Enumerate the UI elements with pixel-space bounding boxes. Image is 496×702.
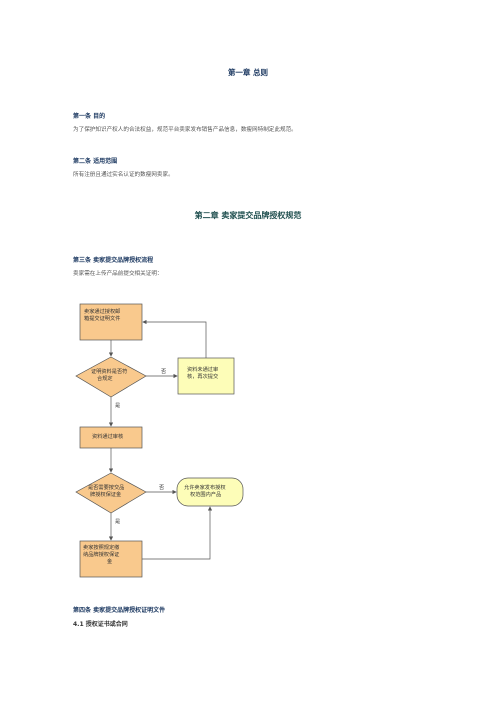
flow-text: 资料未通过审 [187,367,219,373]
flow-text: 卖家按照规定缴 [83,545,120,551]
flow-text: 卖家通过授权邮 [84,309,121,315]
article-3-text: 卖家需在上传产品前提交相关证明： [73,271,163,277]
flow-box-submit-label: 卖家通过授权邮 箱提交证明文件 [84,309,120,323]
article-2-title: 第二条 适用范围 [73,158,118,165]
section-4-1-title: 4.1 授权证书或合同 [73,621,128,628]
flow-text: 允许卖家发布授权 [184,485,226,491]
flow-box-resubmit-label: 资料未通过审 核，再次提交 [187,367,218,381]
flow-no-label-2: 否 [159,485,165,491]
article-3-title: 第三条 卖家提交品牌授权流程 [73,257,154,264]
flow-diamond-deposit-label: 是否需要按交品 牌授权保证金 [88,485,124,499]
flow-diamond-compliant-label: 证明资料是否符 合规定 [91,369,127,383]
flow-text: 权范围内产品 [190,492,222,498]
flow-text: 纳品牌授权保证 [83,552,120,558]
article-1-text: 为了保护知识产权人的合法权益，规范平台卖家发布销售产品信息，数瘦网特制定此规范。 [73,127,297,133]
chapter-2-title: 第二章 卖家提交品牌授权规范 [194,210,302,220]
flow-box-submit [79,303,143,341]
article-4-title: 第四条 卖家提交品牌授权证明文件 [73,607,166,614]
flow-box-approved-label: 资料通过审核 [92,434,124,440]
flow-box-pay-deposit-label: 卖家按照规定缴 纳品牌授权保证 金 [83,545,119,566]
flow-box-allow-publish [176,477,244,507]
flow-box-resubmit [177,357,235,395]
flow-box-pay-deposit [79,540,143,578]
flow-text: 证明资料是否符 [91,369,128,375]
article-2-text: 所有注册且通过实名认证的数瘦网卖家。 [73,172,174,178]
article-1-title: 第一条 目的 [73,113,106,120]
chapter-1-title: 第一章 总则 [227,68,269,77]
flow-text: 合规定 [97,376,113,382]
flow-text: 箱提交证明文件 [84,316,121,322]
flow-text: 是否需要按交品 [88,485,125,491]
flow-yes-label-2: 是 [115,519,121,525]
flow-box-allow-publish-label: 允许卖家发布授权 权范围内产品 [184,485,226,499]
flow-no-label-1: 否 [161,369,167,375]
flow-text: 牌授权保证金 [90,492,122,498]
flow-yes-label-1: 是 [115,403,121,409]
flow-text: 核，再次提交 [187,374,219,380]
flow-text: 金 [107,559,113,565]
